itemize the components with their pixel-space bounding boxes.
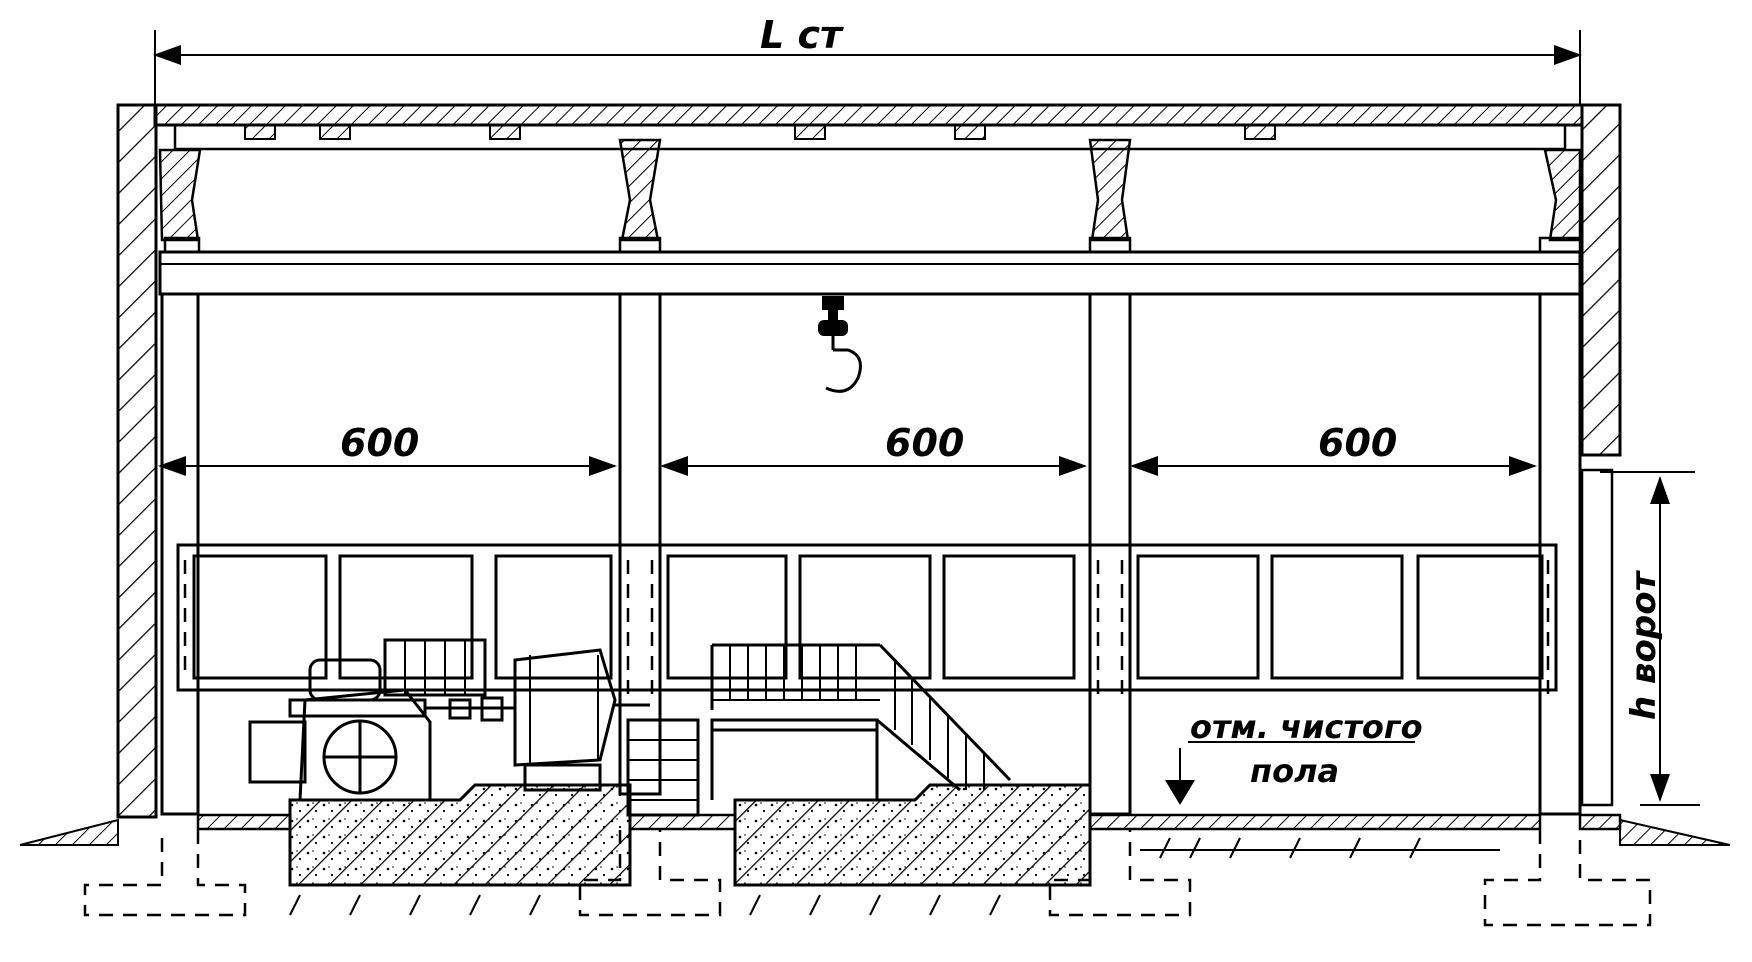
ground (19, 818, 1731, 916)
service-platform (710, 643, 1012, 800)
window-pane (1136, 554, 1260, 680)
right-wall-upper (1580, 103, 1622, 457)
window-pane (1270, 554, 1404, 680)
floor-level-marker (1165, 741, 1415, 805)
bay-1-label: 600 (340, 421, 419, 465)
column-3 (1088, 292, 1132, 816)
crane-runway-beam (158, 250, 1582, 296)
column-4 (1538, 292, 1582, 816)
overall-length-label: L ст (760, 13, 844, 57)
column-capitals (158, 138, 1582, 254)
pump-unit (248, 638, 650, 802)
gate-height-label: h ворот (1624, 569, 1664, 720)
overall-length-dimension (153, 30, 1582, 105)
window-pane (494, 554, 613, 680)
window-band (176, 543, 1558, 692)
stair-rail (878, 643, 1012, 782)
gate-height-dimension (1600, 471, 1700, 806)
bay-2-label: 600 (885, 421, 964, 465)
electric-motor (513, 648, 617, 767)
window-pane (798, 554, 932, 680)
floor-mark-line2: пола (1250, 752, 1339, 790)
crane-hook-icon (818, 296, 862, 393)
foundation-right (733, 783, 1092, 887)
roof-slab (153, 103, 1584, 127)
column-1 (160, 292, 200, 816)
stair-stringer (876, 718, 961, 792)
window-pane (192, 554, 328, 680)
roof-beam (173, 123, 1567, 151)
level-arrow-icon (1165, 780, 1195, 805)
floor-slab (196, 813, 1622, 831)
bay-3-label: 600 (1318, 421, 1397, 465)
foundation-left (288, 783, 632, 887)
window-pane (666, 554, 788, 680)
steps (626, 718, 700, 817)
window-pane (1416, 554, 1544, 680)
hidden-lines (183, 560, 1550, 700)
window-pane (942, 554, 1076, 680)
column-footings (83, 830, 1652, 927)
floor-mark-line1: отм. чистого (1190, 708, 1423, 746)
left-wall (116, 103, 158, 819)
right-wall-opening (1580, 468, 1614, 807)
roof-ribs (244, 124, 1276, 140)
